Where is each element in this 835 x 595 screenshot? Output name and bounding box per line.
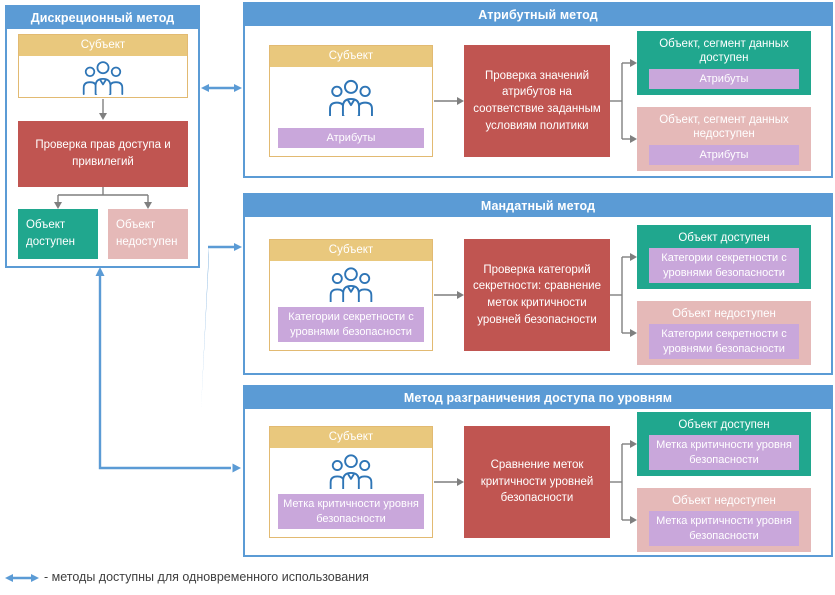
- result-stack: Объект доступен Метка критичности уровня…: [637, 412, 811, 552]
- object-granted-title: Объект доступен: [678, 419, 770, 432]
- object-denied-title: Объект, сегмент данных недоступен: [659, 113, 789, 141]
- panel-attribute-title: Атрибутный метод: [245, 4, 831, 26]
- object-denied-title: Объект недоступен: [672, 495, 776, 508]
- panel-discretionary-body: Субъект Проверка прав доступа и привилег…: [7, 29, 198, 266]
- granted-categories-bar: Категории секретности с уровнями безопас…: [649, 248, 799, 283]
- panel-mandatory: Мандатный метод Субъект Категории секрет…: [243, 193, 833, 375]
- denied-categories-bar: Категории секретности с уровнями безопас…: [649, 324, 799, 359]
- subject-icon-area: [270, 67, 432, 128]
- object-granted-title: Объект, сегмент данных доступен: [659, 37, 789, 65]
- subject-card: Субъект Атрибуты: [269, 45, 433, 157]
- people-group-icon: [329, 80, 373, 117]
- legend-text: - методы доступны для одновременного исп…: [44, 570, 369, 584]
- subject-card: Субъект: [18, 34, 188, 98]
- subject-label-bar: Метка критичности уровня безопасности: [278, 494, 424, 529]
- panel-attribute: Атрибутный метод Субъект Атрибуты: [243, 2, 833, 178]
- subject-card-header: Субъект: [19, 35, 187, 56]
- denied-label-bar: Метка критичности уровня безопасности: [649, 511, 799, 546]
- people-group-icon: [329, 267, 373, 303]
- object-granted-title: Объект доступен: [678, 232, 770, 245]
- panel-level-title: Метод разграничения доступа по уровням: [245, 387, 831, 409]
- granted-attributes-bar: Атрибуты: [649, 68, 799, 90]
- subject-attributes-bar: Атрибуты: [278, 127, 424, 148]
- result-stack: Объект доступен Категории секретности с …: [637, 225, 811, 365]
- object-denied-box: Объект недоступен Метка критичности уров…: [637, 488, 811, 552]
- object-denied-box: Объект, сегмент данных недоступен Атрибу…: [637, 107, 811, 171]
- subject-card: Субъект Метка критичности уровня безопас…: [269, 426, 433, 538]
- granted-label-bar: Метка критичности уровня безопасности: [649, 435, 799, 470]
- object-granted-box: Объект доступен Метка критичности уровня…: [637, 412, 811, 476]
- denied-attributes-bar: Атрибуты: [649, 144, 799, 166]
- object-denied-title: Объект недоступен: [672, 308, 776, 321]
- subject-card-header: Субъект: [270, 427, 432, 448]
- object-granted-box: Объект, сегмент данных доступен Атрибуты: [637, 31, 811, 95]
- gray-flow-arrows: [434, 440, 637, 524]
- object-granted-box: Объект доступен: [18, 209, 98, 259]
- panel-mandatory-title: Мандатный метод: [245, 195, 831, 217]
- gray-flow-arrows: [434, 253, 637, 337]
- access-check-box: Проверка прав доступа и привилегий: [18, 121, 188, 187]
- people-group-icon: [82, 60, 124, 95]
- panel-discretionary: Дискреционный метод Субъект: [5, 5, 200, 268]
- gray-flow-arrows: [434, 59, 637, 143]
- attribute-check-box: Проверка значений атрибутов на соответст…: [464, 45, 610, 157]
- subject-icon-area: [270, 261, 432, 307]
- label-compare-box: Сравнение меток критичности уровней безо…: [464, 426, 610, 538]
- people-group-icon: [329, 454, 373, 490]
- panel-mandatory-body: Субъект Категории секретности с уровнями…: [245, 217, 831, 373]
- object-granted-box: Объект доступен Категории секретности с …: [637, 225, 811, 289]
- subject-icon-area: [270, 448, 432, 494]
- subject-card-header: Субъект: [270, 46, 432, 67]
- subject-icon-area: [19, 56, 187, 97]
- secrecy-check-box: Проверка категорий секретности: сравнени…: [464, 239, 610, 351]
- object-denied-box: Объект недоступен: [108, 209, 188, 259]
- panel-attribute-body: Субъект Атрибуты: [245, 26, 831, 176]
- gray-flow-arrows: [54, 99, 152, 209]
- subject-card-header: Субъект: [270, 240, 432, 261]
- panel-level-body: Субъект Метка критичности уровня безопас…: [245, 409, 831, 555]
- subject-categories-bar: Категории секретности с уровнями безопас…: [278, 307, 424, 342]
- result-stack: Объект, сегмент данных доступен Атрибуты…: [637, 31, 811, 171]
- panel-level: Метод разграничения доступа по уровням С…: [243, 385, 833, 557]
- panel-discretionary-title: Дискреционный метод: [7, 7, 198, 29]
- subject-card: Субъект Категории секретности с уровнями…: [269, 239, 433, 351]
- object-denied-box: Объект недоступен Категории секретности …: [637, 301, 811, 365]
